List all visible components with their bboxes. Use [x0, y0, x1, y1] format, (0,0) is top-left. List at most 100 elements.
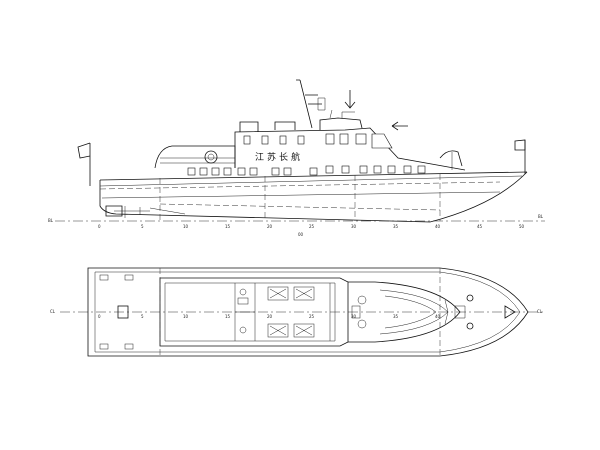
station-tick: 35	[393, 224, 399, 229]
sink	[237, 297, 249, 305]
window	[249, 167, 258, 176]
bow-rail	[444, 299, 449, 325]
plan-tick: 25	[309, 314, 315, 319]
window	[297, 135, 305, 145]
view-arrow-side	[391, 121, 408, 131]
stern-hatch	[117, 305, 129, 319]
deck-line	[99, 175, 523, 187]
superstructure-outline	[234, 127, 466, 171]
windscreen	[371, 133, 393, 149]
baseline-label-right: BL	[538, 214, 544, 219]
life-buoy	[204, 150, 218, 164]
window	[387, 165, 396, 174]
hull-outline	[99, 171, 528, 223]
wheelhouse-roof	[319, 117, 363, 130]
plan-tick: 30	[351, 314, 357, 319]
window-row-lower	[187, 165, 426, 176]
seat	[293, 323, 315, 338]
plan-tick: 10	[183, 314, 189, 319]
window	[211, 167, 220, 176]
station-tick: 20	[267, 224, 273, 229]
window	[373, 165, 382, 174]
station-tick: 45	[477, 224, 483, 229]
window	[325, 165, 334, 174]
seat	[267, 323, 289, 338]
station-tick: 25	[309, 224, 315, 229]
profile-station-ticks: 0 5 10 15 20 25 30 35 40 45 50 00	[98, 224, 525, 237]
station-tick: 50	[519, 224, 525, 229]
aft-railing	[160, 157, 235, 164]
station-tick: 40	[435, 224, 441, 229]
window	[417, 165, 426, 174]
life-buoy-inner	[207, 153, 215, 161]
toilet	[239, 288, 247, 296]
rudder	[105, 205, 123, 217]
plan-tick: 0	[98, 314, 101, 319]
helm-seat	[357, 319, 367, 329]
baseline-label-left: BL	[48, 218, 54, 223]
radar-mast	[296, 79, 322, 129]
stern-cleat	[124, 343, 134, 350]
seat	[267, 286, 289, 301]
centerline-label-left: CL	[50, 309, 56, 314]
wheelhouse-sign-right	[274, 121, 296, 130]
plan-tick: 15	[225, 314, 231, 319]
window	[271, 167, 280, 176]
plan-tick: 20	[267, 314, 273, 319]
window	[283, 167, 292, 176]
forward-cabin	[348, 281, 461, 343]
window	[223, 167, 232, 176]
bollard	[466, 322, 474, 330]
helm-seat	[357, 295, 367, 305]
bow-fender	[439, 150, 463, 167]
window	[261, 135, 269, 145]
plan-tick: 35	[393, 314, 399, 319]
station-tick: 5	[141, 224, 144, 229]
window	[339, 133, 349, 145]
window	[309, 167, 318, 176]
hull-dash-line	[99, 181, 501, 190]
ship-name-text: 江苏长航	[255, 151, 303, 163]
stern-cleat	[99, 343, 109, 350]
window-row-upper	[243, 133, 393, 149]
tank-line	[159, 203, 441, 211]
mast-box	[317, 97, 326, 111]
centerline-label-right: CL	[537, 309, 543, 314]
plan-hull-outer	[87, 267, 529, 357]
window	[237, 167, 246, 176]
bollard	[466, 294, 474, 302]
rub-rail	[101, 191, 501, 199]
plan-hull-inner	[94, 271, 521, 353]
view-arrow-top	[344, 90, 356, 109]
keel-skeg	[149, 207, 186, 215]
seat-cross	[269, 325, 313, 336]
station-tick: 30	[351, 224, 357, 229]
window	[325, 133, 335, 145]
stern-cleat	[99, 274, 109, 281]
bow-seating	[384, 295, 437, 329]
stern-cleat	[124, 274, 134, 281]
station-tick: 10	[183, 224, 189, 229]
window	[187, 167, 196, 176]
window	[403, 165, 412, 174]
hatch	[454, 305, 466, 319]
window	[199, 167, 208, 176]
deckhouse-inner	[164, 282, 336, 342]
window	[243, 135, 251, 145]
window	[359, 165, 368, 174]
station-tick: 0	[98, 224, 101, 229]
propeller-shaft	[114, 206, 150, 218]
window	[355, 133, 367, 145]
plan-tick: 5	[141, 314, 144, 319]
window	[279, 135, 287, 145]
sheer-line	[99, 171, 528, 181]
console	[351, 305, 361, 319]
center-mark: 00	[298, 232, 304, 237]
aft-awning	[154, 145, 236, 169]
stern-flag	[77, 142, 91, 159]
wheelhouse-sign-left	[239, 121, 259, 132]
seat-cross	[269, 288, 313, 299]
toilet	[239, 326, 247, 334]
